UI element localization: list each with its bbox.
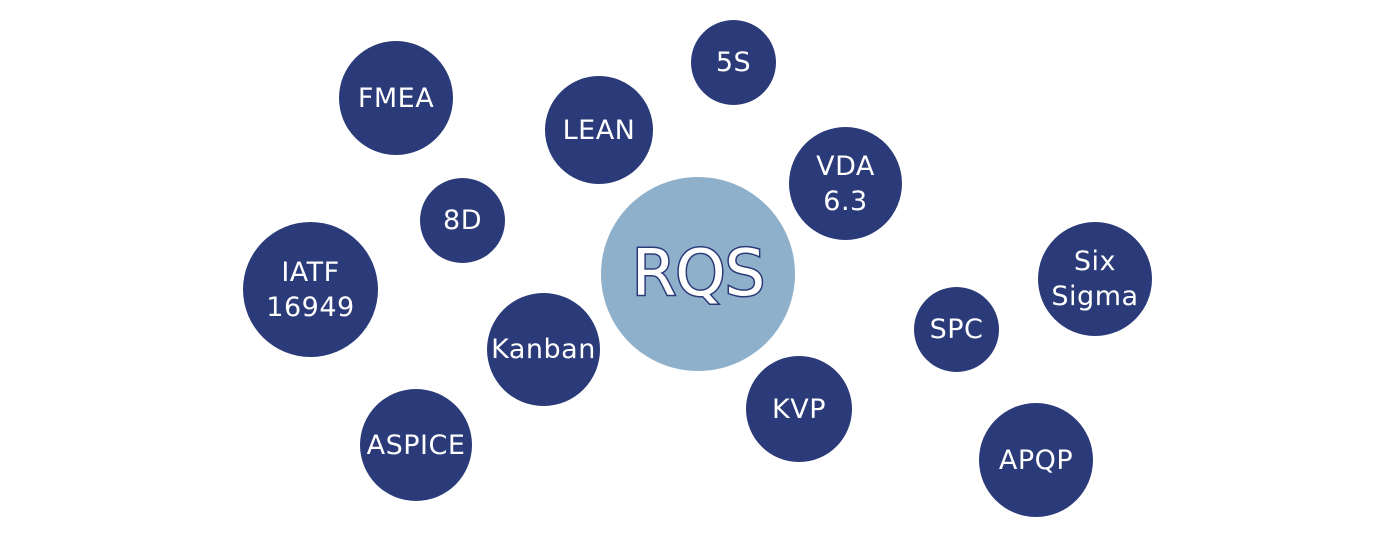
node-spc: SPC [914,287,999,372]
center-label: RQS [630,236,766,313]
node-kanban: Kanban [487,293,600,406]
node-apqp: APQP [979,403,1093,517]
node-fmea: FMEA [339,41,453,155]
node-kvp: KVP [746,356,852,462]
node-8d: 8D [420,178,505,263]
node-5s: 5S [691,20,776,105]
node-aspice: ASPICE [360,389,472,501]
node-six-sigma: Six Sigma [1038,222,1152,336]
node-iatf-16949: IATF 16949 [243,222,378,357]
node-lean: LEAN [545,76,653,184]
center-node-rqs: RQS [601,177,795,371]
node-vda-6-3: VDA 6.3 [789,127,902,240]
